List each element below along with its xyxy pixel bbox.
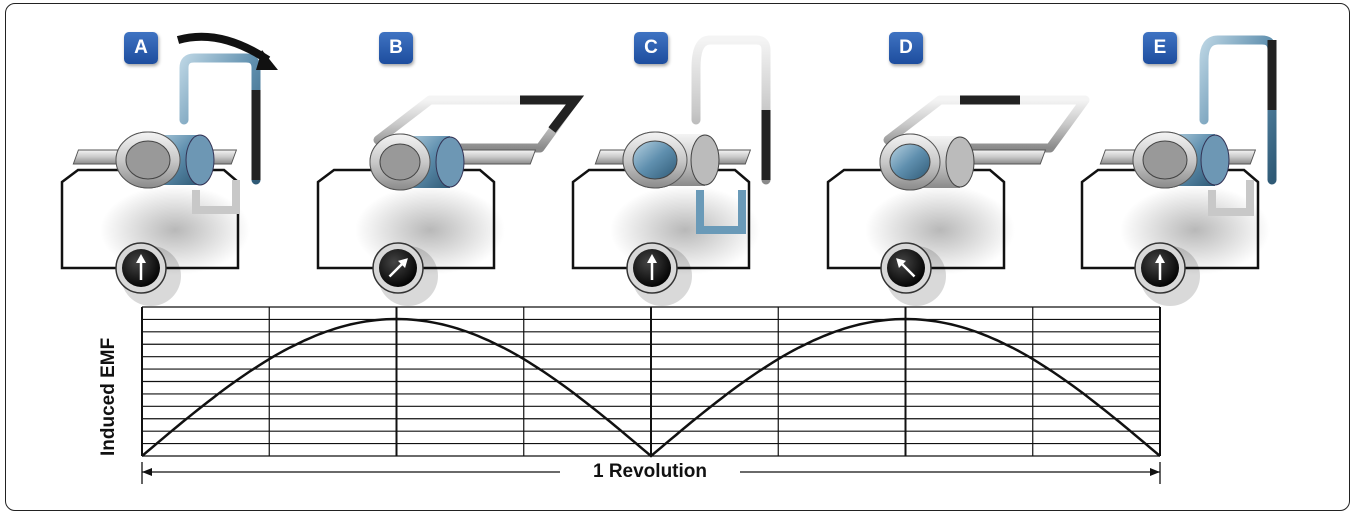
meter-e <box>1134 242 1200 306</box>
meter-needle-icon <box>388 258 408 278</box>
stage-e-illustration <box>1080 35 1277 275</box>
y-axis-label: Induced EMF <box>98 337 119 456</box>
meter-needle-icon <box>647 254 657 280</box>
meter-needle-icon <box>896 258 916 278</box>
stage-d-badge: D <box>889 32 923 64</box>
stage-a-badge: A <box>124 32 158 64</box>
meter-needle-icon <box>136 254 146 280</box>
meter-c <box>626 242 692 306</box>
meter-b <box>372 242 438 306</box>
arrow-left-icon <box>142 468 152 476</box>
arrow-right-icon <box>1150 468 1160 476</box>
meter-a <box>115 242 181 306</box>
x-axis-label: 1 Revolution <box>560 461 740 483</box>
stage-c-badge: C <box>634 32 668 64</box>
meter-needle-icon <box>1155 254 1165 280</box>
stage-a-illustration <box>60 32 278 275</box>
stage-b-badge: B <box>379 32 413 64</box>
emf-graph <box>141 306 1161 484</box>
stage-d-illustration <box>826 95 1090 275</box>
stage-e-badge: E <box>1143 32 1177 64</box>
stage-b-illustration <box>316 95 585 275</box>
stage-c-illustration <box>571 35 771 275</box>
emf-curve <box>141 317 1161 458</box>
diagram-frame <box>5 3 1350 511</box>
meter-d <box>880 242 946 306</box>
